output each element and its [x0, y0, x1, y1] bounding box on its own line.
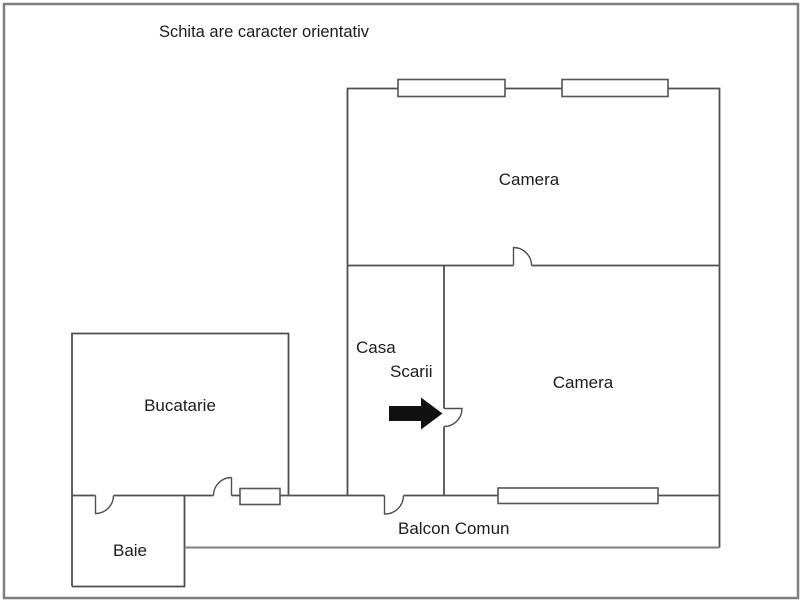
window-camera-right — [497, 487, 659, 505]
wall-baie — [72, 495, 186, 588]
door-bucatarie — [212, 476, 233, 496]
door-camera-top — [512, 246, 533, 266]
room-label-bucatarie: Bucatarie — [144, 396, 216, 415]
room-label-camera-top: Camera — [499, 170, 560, 189]
door-baie — [94, 495, 115, 515]
room-label-balcon: Balcon Comun — [398, 519, 510, 538]
room-label-scarii: Scarii — [390, 362, 433, 381]
window-camera-top-left — [397, 78, 506, 98]
plan-title: Schita are caracter orientativ — [159, 23, 370, 41]
room-label-casa: Casa — [356, 338, 396, 357]
door-casa-scarii-camera — [443, 407, 463, 428]
room-label-camera-right: Camera — [553, 373, 614, 392]
room-label-baie: Baie — [113, 541, 147, 560]
window-bucatarie — [239, 487, 281, 506]
entrance-arrow-icon — [389, 397, 443, 430]
wall-outline-top-right — [346, 87, 721, 548]
window-camera-top-right — [561, 78, 669, 98]
wall-bucatarie — [71, 332, 290, 587]
door-balcon — [383, 495, 405, 515]
